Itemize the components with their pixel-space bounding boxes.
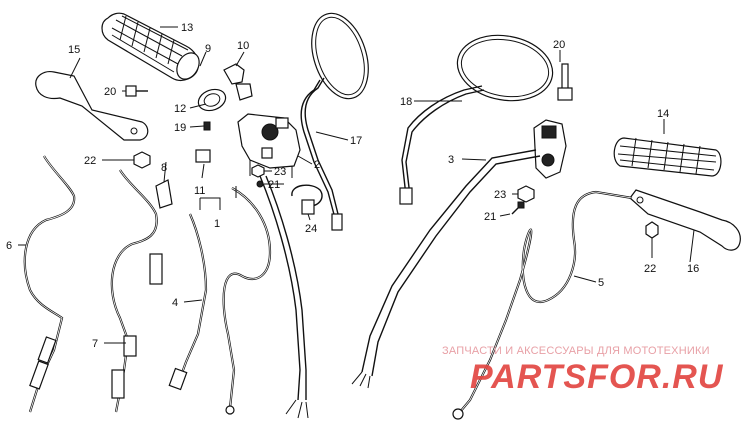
callout-19: 19 [174,122,186,134]
callout-24: 24 [305,223,317,235]
callout-10: 10 [237,40,249,52]
callout-20-right: 20 [553,39,565,51]
callout-23-left: 23 [274,166,286,178]
callout-1: 1 [214,218,220,230]
callout-17: 17 [350,135,362,147]
callouts: 13 9 10 15 20 12 19 22 8 11 1 17 2 23 21… [6,22,699,350]
watermark-brand: PARTSFOR.RU [470,358,724,396]
right-mirror [399,34,554,205]
callout-15: 15 [68,44,80,56]
callout-21-left: 21 [268,179,280,191]
left-mirror [300,12,369,231]
callout-4: 4 [172,297,178,309]
right-switch-housing [351,119,567,389]
leader-lines [18,26,695,344]
callout-20-left: 20 [104,86,116,98]
callout-3: 3 [448,154,454,166]
callout-12: 12 [174,103,186,115]
callout-22-left: 22 [84,155,96,167]
callout-23-right: 23 [494,189,506,201]
right-grip [613,137,722,177]
callout-9: 9 [205,43,211,55]
brake-lever [629,189,741,251]
cables [23,155,633,420]
callout-11: 11 [194,185,205,197]
hardware [125,63,659,239]
clutch-lever [35,71,149,141]
callout-21-right: 21 [484,211,496,223]
callout-16: 16 [687,263,699,275]
callout-22-right: 22 [644,263,656,275]
callout-2: 2 [314,159,320,171]
callout-6: 6 [6,240,12,252]
throttle-pipe-parts [197,63,253,112]
watermark-tagline: ЗАПЧАСТИ И АКСЕССУАРЫ ДЛЯ МОТОТЕХНИКИ [442,345,710,357]
callout-5: 5 [598,277,604,289]
throttle-grip [101,12,200,81]
left-switch-housing [237,113,301,178]
callout-14: 14 [657,108,669,120]
callout-7: 7 [92,338,98,350]
callout-8: 8 [161,162,167,174]
callout-18: 18 [400,96,412,108]
callout-13: 13 [181,22,193,34]
